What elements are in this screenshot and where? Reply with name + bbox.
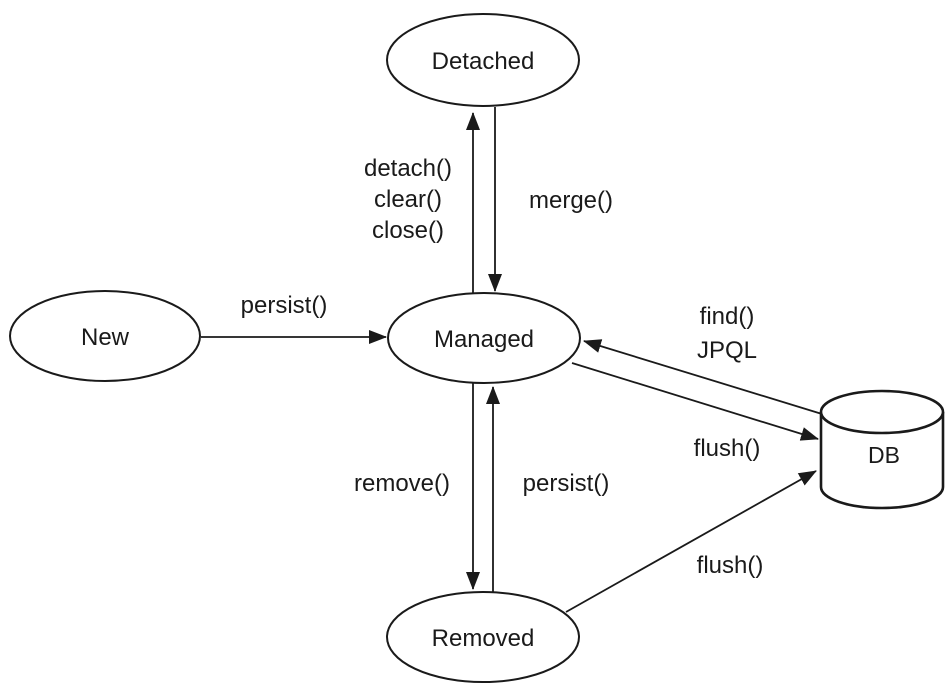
node-managed: Managed <box>387 292 581 384</box>
edge-removed-to-db-arrow <box>565 470 817 613</box>
node-new-label: New <box>81 324 130 351</box>
node-new: New <box>9 290 201 382</box>
edge-label-jpql: JPQL <box>697 337 757 364</box>
edge-db-to-managed: find() JPQL <box>583 303 823 415</box>
db-cylinder-top <box>819 389 945 435</box>
node-db: DB <box>819 389 945 510</box>
node-managed-label: Managed <box>434 326 534 353</box>
edge-managed-to-db: flush() <box>571 362 819 462</box>
edge-label-close: close() <box>372 217 444 244</box>
node-removed: Removed <box>386 591 580 683</box>
edge-managed-to-detached: detach() clear() close() <box>364 112 480 293</box>
node-detached: Detached <box>386 13 580 107</box>
edge-label-persist-bottom: persist() <box>523 470 610 497</box>
edge-removed-to-db: flush() <box>565 470 817 613</box>
node-new-ellipse <box>9 290 201 382</box>
edge-label-find: find() <box>700 303 755 330</box>
edge-managed-to-db-arrow <box>571 362 819 441</box>
edge-detached-to-managed: merge() <box>488 107 613 292</box>
edge-managed-to-removed: remove() <box>354 383 480 590</box>
db-cylinder-body <box>819 412 945 510</box>
node-managed-ellipse <box>387 292 581 384</box>
edge-db-to-managed-arrow <box>583 339 823 415</box>
node-removed-label: Removed <box>432 625 535 652</box>
node-db-label: DB <box>868 442 900 468</box>
node-detached-ellipse <box>386 13 580 107</box>
edge-label-remove: remove() <box>354 470 450 497</box>
edge-label-merge: merge() <box>529 187 613 214</box>
edge-label-flush-managed: flush() <box>694 435 761 462</box>
edge-new-to-managed: persist() <box>201 292 387 344</box>
node-removed-ellipse <box>386 591 580 683</box>
node-detached-label: Detached <box>432 48 535 75</box>
edge-removed-to-managed: persist() <box>486 386 610 592</box>
edge-label-clear: clear() <box>374 186 442 213</box>
edge-label-persist-top: persist() <box>241 292 328 319</box>
edge-label-detach: detach() <box>364 155 452 182</box>
edge-label-flush-removed: flush() <box>697 552 764 579</box>
